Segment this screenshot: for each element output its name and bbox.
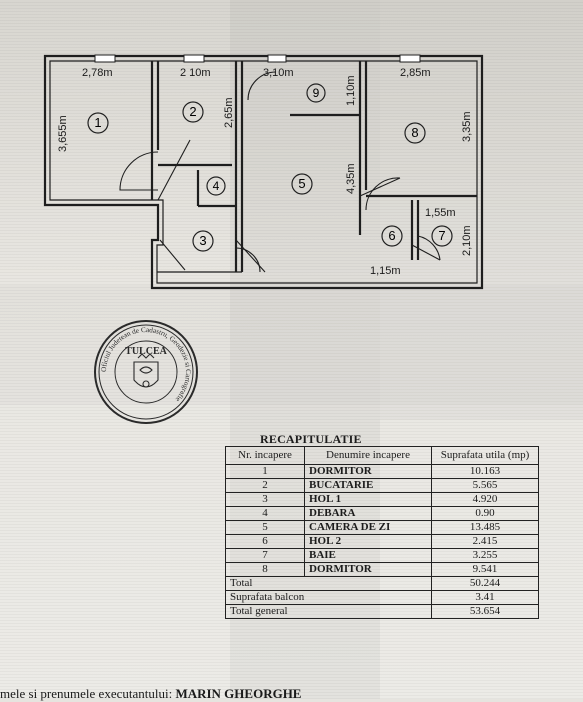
room-number-3: 3	[192, 230, 214, 252]
svg-text:3: 3	[199, 233, 206, 248]
executor-label: mele si prenumele executantului:	[0, 686, 173, 701]
cell-nr: 2	[225, 478, 305, 493]
room-number-7: 7	[431, 225, 453, 247]
room-number-1: 1	[87, 112, 109, 134]
dimension-label: 1,55m	[425, 207, 456, 219]
dimension-label: 2,85m	[400, 67, 431, 79]
header-area: Suprafata utila (mp)	[431, 446, 539, 465]
svg-text:8: 8	[411, 125, 418, 140]
table-row: 3 HOL 1 4.920	[225, 492, 539, 507]
cell-nr: 3	[225, 492, 305, 507]
dimension-label: 3,10m	[263, 67, 294, 79]
header-name: Denumire incapere	[304, 446, 432, 465]
cell-nr: 8	[225, 562, 305, 577]
cell-name: DEBARA	[304, 506, 432, 521]
cell-area: 9.541	[431, 562, 539, 577]
table-row: 5 CAMERA DE ZI 13.485	[225, 520, 539, 535]
scan-shadow	[0, 285, 583, 405]
header-nr: Nr. incapere	[225, 446, 305, 465]
plan-doors	[119, 71, 441, 273]
svg-text:1: 1	[94, 115, 101, 130]
cell-name: DORMITOR	[304, 464, 432, 479]
cell-name: DORMITOR	[304, 562, 432, 577]
balcony-value: 3.41	[431, 590, 539, 605]
cell-name: BAIE	[304, 548, 432, 563]
cell-nr: 5	[225, 520, 305, 535]
svg-text:6: 6	[388, 228, 395, 243]
stamp-city: TULCEA	[125, 346, 167, 357]
executor-name: MARIN GHEORGHE	[175, 686, 302, 701]
official-stamp: Oficiul Judetean de Cadastru, Geodezie s…	[94, 320, 198, 424]
cell-area: 5.565	[431, 478, 539, 493]
table-row: 2 BUCATARIE 5.565	[225, 478, 539, 493]
balcony-row: Suprafata balcon 3.41	[225, 590, 539, 605]
dimension-label: 1,15m	[370, 265, 401, 277]
dimension-label: 1,10m	[345, 75, 357, 106]
table-row: 1 DORMITOR 10.163	[225, 464, 539, 479]
room-number-2: 2	[182, 101, 204, 123]
room-number-5: 5	[291, 173, 313, 195]
table-row: 6 HOL 2 2.415	[225, 534, 539, 549]
dimension-label: 2,10m	[461, 225, 473, 256]
room-number-6: 6	[381, 225, 403, 247]
plan-windows	[94, 54, 421, 63]
svg-text:2: 2	[189, 104, 196, 119]
cell-area: 2.415	[431, 534, 539, 549]
cell-name: BUCATARIE	[304, 478, 432, 493]
cell-nr: 1	[225, 464, 305, 479]
coat-of-arms-icon	[133, 353, 159, 388]
plan-walls	[43, 54, 484, 290]
grand-total-row: Total general 53.654	[225, 604, 539, 619]
room-number-9: 9	[306, 83, 326, 103]
cell-area: 13.485	[431, 520, 539, 535]
total-label: Total	[225, 576, 432, 591]
room-number-8: 8	[404, 122, 426, 144]
total-row: Total 50.244	[225, 576, 539, 591]
recap-title: RECAPITULATIE	[260, 432, 362, 446]
cell-area: 10.163	[431, 464, 539, 479]
cell-name: HOL 1	[304, 492, 432, 507]
cell-area: 4.920	[431, 492, 539, 507]
table-header-row: Nr. incapere Denumire incapere Suprafata…	[225, 446, 539, 465]
dimension-label: 2,78m	[82, 67, 113, 79]
dimension-label: 3,35m	[461, 111, 473, 142]
cell-nr: 6	[225, 534, 305, 549]
total-value: 50.244	[431, 576, 539, 591]
table-row: 8 DORMITOR 9.541	[225, 562, 539, 577]
table-row: 7 BAIE 3.255	[225, 548, 539, 563]
dimension-label: 3,655m	[57, 115, 69, 152]
svg-text:4: 4	[213, 179, 220, 193]
svg-text:9: 9	[313, 86, 320, 100]
cell-name: CAMERA DE ZI	[304, 520, 432, 535]
grand-total-value: 53.654	[431, 604, 539, 619]
cell-nr: 4	[225, 506, 305, 521]
table-row: 4 DEBARA 0.90	[225, 506, 539, 521]
cell-name: HOL 2	[304, 534, 432, 549]
cell-area: 0.90	[431, 506, 539, 521]
svg-text:5: 5	[298, 176, 305, 191]
room-number-4: 4	[206, 176, 226, 196]
cell-area: 3.255	[431, 548, 539, 563]
svg-text:7: 7	[438, 228, 445, 243]
executor-line: mele si prenumele executantului: MARIN G…	[0, 686, 301, 702]
dimension-label: 2,65m	[223, 97, 235, 128]
floor-plan: 1 2 3 4 5 6 7 8 9 2,78m 2 10m 3,10m 2,85…	[43, 54, 484, 290]
dimension-label: 4,35m	[345, 163, 357, 194]
dimension-label: 2 10m	[180, 67, 211, 79]
cell-nr: 7	[225, 548, 305, 563]
recap-table: Nr. incapere Denumire incapere Suprafata…	[225, 446, 539, 619]
balcony-label: Suprafata balcon	[225, 590, 432, 605]
grand-total-label: Total general	[225, 604, 432, 619]
